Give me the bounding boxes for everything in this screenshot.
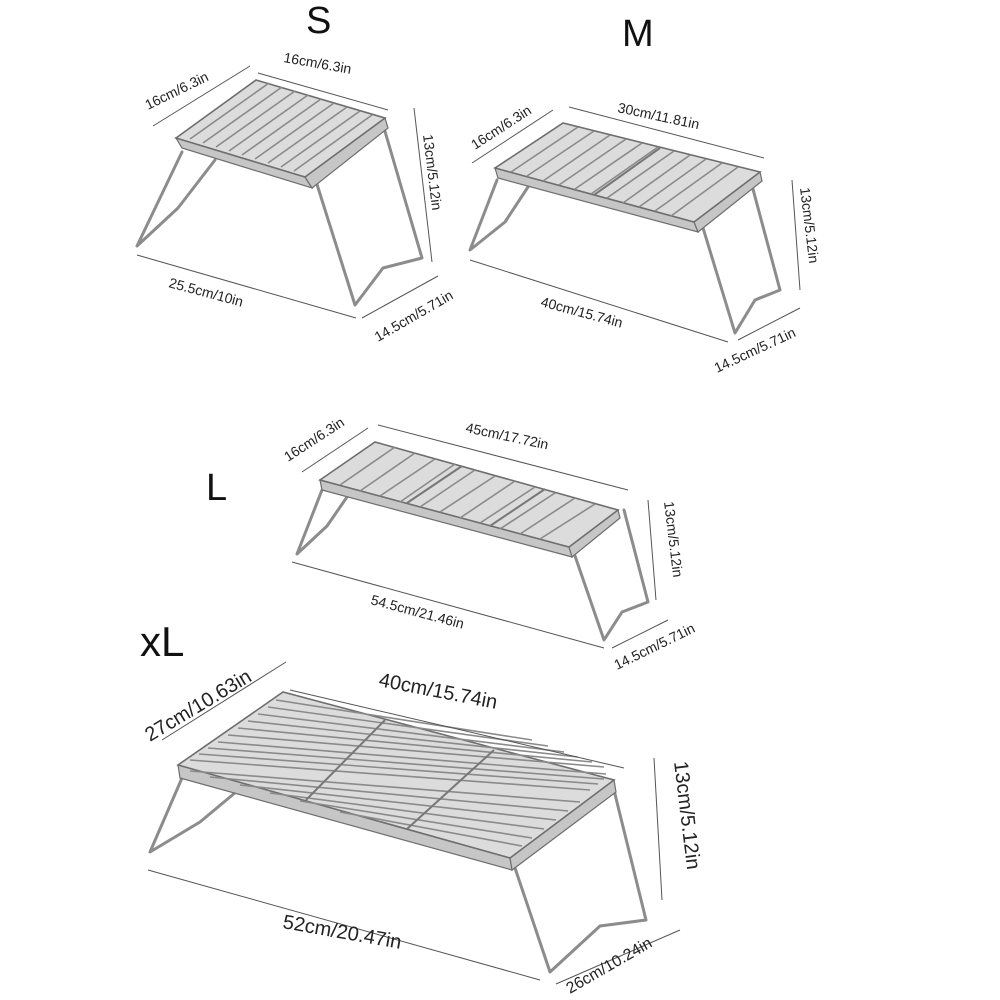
size-label-xl: xL (140, 618, 184, 665)
rack-s-grate (174, 79, 389, 190)
dim-m-depth: 16cm/6.3in (468, 102, 534, 153)
dim-l-width: 45cm/17.72in (464, 419, 550, 452)
size-label-m: M (622, 13, 654, 55)
rack-s-legs (135, 126, 424, 307)
dim-l-height: 13cm/5.12in (661, 500, 686, 578)
rack-xl: xL (140, 618, 704, 997)
rack-l-dimensions (291, 424, 669, 649)
rack-l-legs (295, 488, 650, 642)
dim-m-height: 13cm/5.12in (797, 186, 822, 264)
dim-xl-width: 40cm/15.74in (377, 669, 499, 714)
dim-xl-base-depth: 26cm/10.24in (564, 935, 656, 998)
dim-l-base-depth: 14.5cm/5.71in (611, 620, 697, 673)
dim-s-base-depth: 14.5cm/5.71in (372, 287, 456, 345)
rack-l-grate (318, 441, 621, 559)
dim-s-base-length: 25.5cm/10in (167, 274, 245, 309)
rack-m-grate (493, 122, 763, 233)
rack-m-legs (468, 176, 782, 335)
dim-s-width: 16cm/6.3in (282, 49, 352, 77)
dim-l-depth: 16cm/6.3in (281, 414, 347, 465)
rack-l: L (206, 414, 697, 673)
dim-xl-base-length: 52cm/20.47in (281, 911, 403, 954)
rack-xl-dimensions (147, 661, 681, 985)
dim-s-height: 13cm/5.12in (420, 133, 445, 211)
rack-m-dimensions (469, 106, 801, 343)
rack-s: S (135, 0, 456, 345)
dim-s-depth: 16cm/6.3in (142, 68, 211, 112)
dim-m-width: 30cm/11.81in (616, 99, 701, 132)
dim-l-base-length: 54.5cm/21.46in (369, 591, 466, 631)
rack-xl-legs (148, 776, 648, 974)
size-label-l: L (206, 467, 227, 509)
dim-xl-height: 13cm/5.12in (669, 760, 704, 871)
rack-s-dimensions (136, 65, 439, 319)
rack-xl-grate (176, 691, 617, 872)
size-label-s: S (306, 0, 331, 42)
dim-m-base-length: 40cm/15.74in (539, 293, 624, 330)
rack-m: M (468, 13, 822, 376)
